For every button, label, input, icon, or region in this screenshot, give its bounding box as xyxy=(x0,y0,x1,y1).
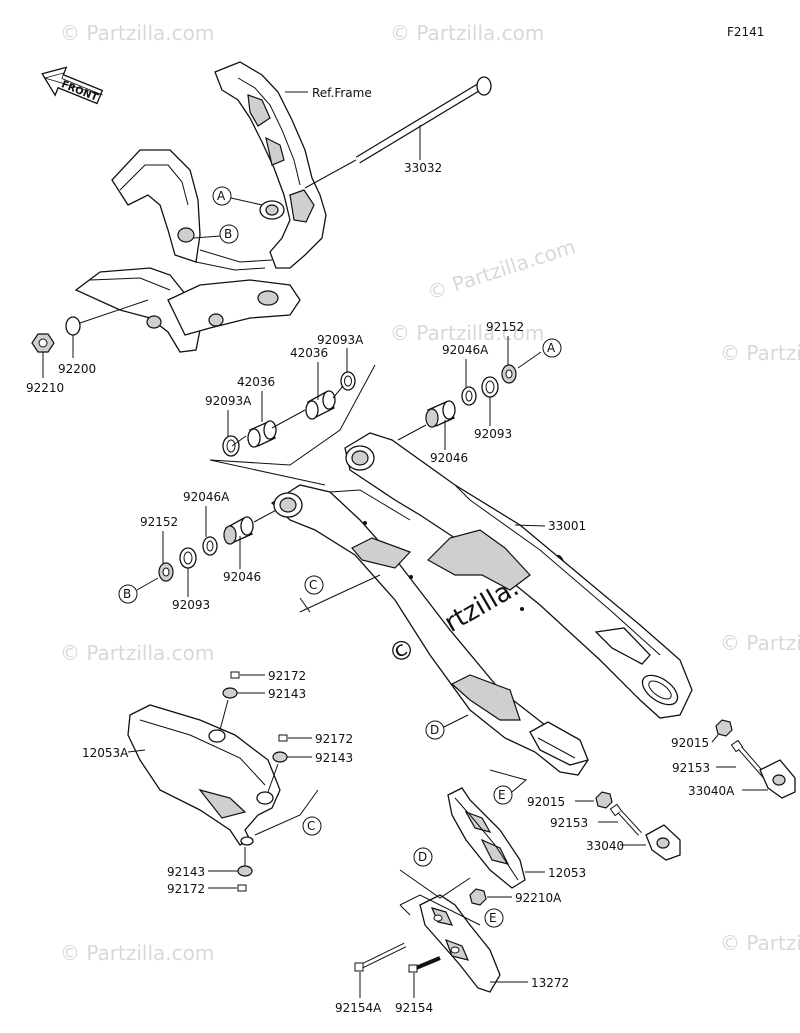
nut-92015 xyxy=(715,719,733,737)
part-label-92154: 92154 xyxy=(395,1001,433,1015)
part-label-92015: 92015 xyxy=(671,736,709,750)
part-label-92210: 92210 xyxy=(26,381,64,395)
part-label-92172: 92172 xyxy=(268,669,306,683)
seal-92093a xyxy=(222,435,240,457)
part-label-92143: 92143 xyxy=(315,751,353,765)
part-label-92046a: 92046A xyxy=(442,343,489,357)
nut-92210 xyxy=(31,333,55,353)
collar-42036-top xyxy=(305,390,336,420)
callout-e: E xyxy=(489,911,497,925)
callout-a: A xyxy=(217,189,226,203)
chain-guide-slider-12053 xyxy=(447,787,526,889)
nut-92015 xyxy=(595,791,613,809)
chain-slider-12053a xyxy=(127,704,281,846)
figure-code: F2141 xyxy=(727,25,764,39)
part-label-92046: 92046 xyxy=(430,451,468,465)
watermark: © Partzilla.com xyxy=(60,641,214,665)
callout-e: E xyxy=(498,788,506,802)
seal-92093a-top xyxy=(340,371,356,391)
part-label-92152: 92152 xyxy=(140,515,178,529)
screw-92172 xyxy=(230,671,240,679)
callout-c: C xyxy=(307,819,315,833)
part-label-92172: 92172 xyxy=(167,882,205,896)
part-label-92093a: 92093A xyxy=(205,394,252,408)
part-label-92093: 92093 xyxy=(474,427,512,441)
part-label-33032: 33032 xyxy=(404,161,442,175)
chain-guide-13272 xyxy=(419,894,501,993)
watermark: © Partzilla.com xyxy=(720,931,800,955)
part-label-42036: 42036 xyxy=(237,375,275,389)
part-label-33040a: 33040A xyxy=(688,784,735,798)
chain-adjuster-33040a xyxy=(759,759,796,799)
bolt-92153-lower xyxy=(609,803,642,836)
part-label-92153: 92153 xyxy=(672,761,710,775)
washer-92143 xyxy=(272,751,288,763)
part-label-92143: 92143 xyxy=(167,865,205,879)
chain-adjuster-33040 xyxy=(645,824,681,861)
bolt-92154 xyxy=(408,956,441,973)
seal-92046a xyxy=(461,386,477,406)
watermark: © Partzilla.com xyxy=(60,941,214,965)
part-label-92152: 92152 xyxy=(486,320,524,334)
part-label-92046a: 92046A xyxy=(183,490,230,504)
part-label-92154a: 92154A xyxy=(335,1001,382,1015)
part-label-92093: 92093 xyxy=(172,598,210,612)
part-label-12053a: 12053A xyxy=(82,746,129,760)
callout-b: B xyxy=(224,227,232,241)
collar-42036 xyxy=(247,420,277,448)
callout-a: A xyxy=(547,341,556,355)
watermark: © Partzilla.com xyxy=(60,21,214,45)
watermark: © Partzilla.com xyxy=(720,631,800,655)
washer-92143 xyxy=(222,687,238,699)
bolt-92154a xyxy=(354,942,407,972)
seal-92046a-left xyxy=(202,536,218,556)
seal-92093 xyxy=(481,376,499,398)
part-label-33040: 33040 xyxy=(586,839,624,853)
needle-bearing-92046 xyxy=(425,400,456,428)
washer-92200 xyxy=(65,316,81,336)
pivot-shaft-33032 xyxy=(304,76,492,189)
watermark: © Partzilla.com xyxy=(390,21,544,45)
screw-92172 xyxy=(278,734,288,742)
part-label-92015: 92015 xyxy=(527,795,565,809)
washer-92143 xyxy=(237,865,253,877)
needle-bearing-92046-left xyxy=(223,516,254,545)
part-label-42036: 42036 xyxy=(290,346,328,360)
part-label-12053: 12053 xyxy=(548,866,586,880)
part-label-33001: 33001 xyxy=(548,519,586,533)
seal-92093-left xyxy=(179,547,197,569)
nut-92210a xyxy=(469,888,487,906)
part-label-92172: 92172 xyxy=(315,732,353,746)
swingarm-33001 xyxy=(270,432,693,776)
watermark: © Partzilla.com xyxy=(424,234,578,305)
part-label-92200: 92200 xyxy=(58,362,96,376)
front-arrow-icon: FRONT xyxy=(41,66,104,105)
part-label-13272: 13272 xyxy=(531,976,569,990)
callout-b: B xyxy=(123,587,131,601)
ref-frame-label: Ref.Frame xyxy=(312,86,372,100)
screw-92172 xyxy=(237,884,247,892)
callout-d: D xyxy=(418,850,427,864)
callout-c: C xyxy=(309,578,317,592)
watermark: © Partzilla.com xyxy=(390,321,544,345)
part-label-92093a: 92093A xyxy=(317,333,364,347)
part-label-92153: 92153 xyxy=(550,816,588,830)
part-label-92143: 92143 xyxy=(268,687,306,701)
part-label-92046: 92046 xyxy=(223,570,261,584)
part-label-92210a: 92210A xyxy=(515,891,562,905)
frame-drawing xyxy=(74,61,327,353)
watermark: © Partzilla.com xyxy=(720,341,800,365)
callout-d: D xyxy=(430,723,439,737)
